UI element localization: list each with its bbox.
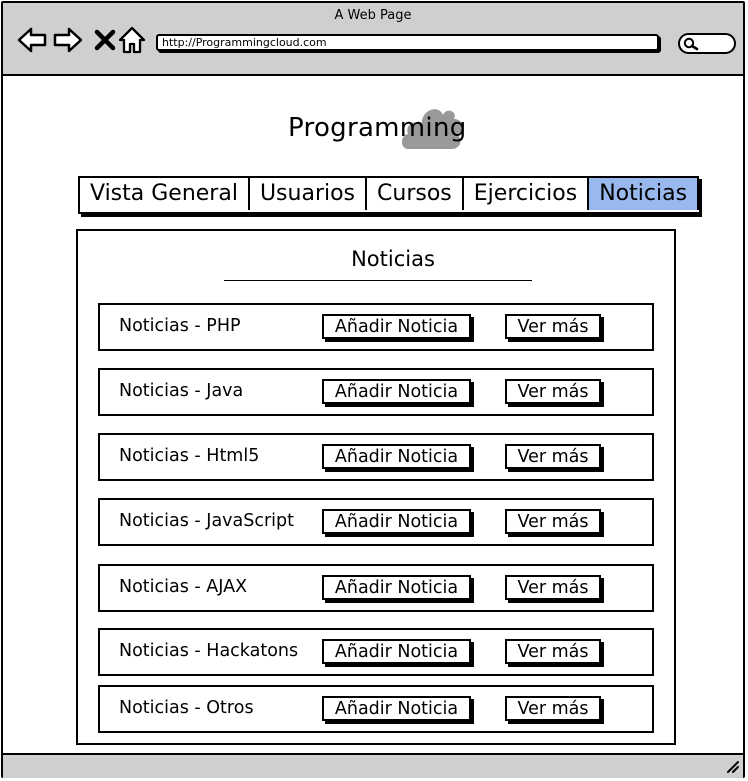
- forward-arrow-icon[interactable]: [53, 25, 83, 55]
- row-label: Noticias - Java: [119, 381, 244, 401]
- news-panel: Noticias Noticias - PHP Añadir Noticia V…: [76, 229, 676, 745]
- search-box[interactable]: [678, 33, 736, 54]
- resize-grip-icon[interactable]: [725, 759, 739, 773]
- panel-title: Noticias: [351, 247, 435, 271]
- list-item: Noticias - JavaScript Añadir Noticia Ver…: [98, 498, 654, 546]
- see-more-button[interactable]: Ver más: [505, 696, 601, 721]
- list-item: Noticias - Html5 Añadir Noticia Ver más: [98, 433, 654, 481]
- see-more-button[interactable]: Ver más: [505, 444, 601, 469]
- row-label: Noticias - JavaScript: [119, 511, 295, 531]
- browser-toolbar: A Web Page http://Programmingcloud.com: [3, 3, 743, 76]
- close-icon[interactable]: [91, 25, 121, 55]
- tab-vista-general[interactable]: Vista General: [80, 178, 250, 210]
- cloud-icon: [402, 109, 463, 149]
- tab-bar: Vista General Usuarios Cursos Ejercicios…: [78, 176, 700, 214]
- back-arrow-icon[interactable]: [17, 25, 47, 55]
- add-news-button[interactable]: Añadir Noticia: [322, 696, 471, 721]
- list-item: Noticias - Hackatons Añadir Noticia Ver …: [98, 628, 654, 676]
- row-label: Noticias - PHP: [119, 316, 241, 336]
- list-item: Noticias - Otros Añadir Noticia Ver más: [98, 685, 654, 733]
- tab-noticias[interactable]: Noticias: [589, 178, 700, 210]
- status-bar: [3, 753, 743, 778]
- tab-ejercicios[interactable]: Ejercicios: [464, 178, 590, 210]
- see-more-button[interactable]: Ver más: [505, 639, 601, 664]
- see-more-button[interactable]: Ver más: [505, 379, 601, 404]
- tab-cursos[interactable]: Cursos: [367, 178, 464, 210]
- see-more-button[interactable]: Ver más: [505, 314, 601, 339]
- list-item: Noticias - AJAX Añadir Noticia Ver más: [98, 564, 654, 612]
- list-item: Noticias - Java Añadir Noticia Ver más: [98, 368, 654, 416]
- tab-usuarios[interactable]: Usuarios: [250, 178, 368, 210]
- add-news-button[interactable]: Añadir Noticia: [322, 509, 471, 534]
- row-label: Noticias - Hackatons: [119, 641, 299, 661]
- add-news-button[interactable]: Añadir Noticia: [322, 444, 471, 469]
- logo: Programming: [273, 101, 483, 156]
- add-news-button[interactable]: Añadir Noticia: [322, 575, 471, 600]
- title-divider: [224, 280, 532, 281]
- list-item: Noticias - PHP Añadir Noticia Ver más: [98, 303, 654, 351]
- add-news-button[interactable]: Añadir Noticia: [322, 639, 471, 664]
- see-more-button[interactable]: Ver más: [505, 575, 601, 600]
- window-title: A Web Page: [334, 8, 412, 23]
- url-bar[interactable]: http://Programmingcloud.com: [156, 34, 659, 51]
- row-label: Noticias - AJAX: [119, 577, 248, 597]
- search-icon: [683, 37, 699, 51]
- logo-text: Programming: [288, 113, 467, 143]
- row-label: Noticias - Html5: [119, 446, 260, 466]
- add-news-button[interactable]: Añadir Noticia: [322, 379, 471, 404]
- add-news-button[interactable]: Añadir Noticia: [322, 314, 471, 339]
- home-icon[interactable]: [117, 25, 147, 55]
- see-more-button[interactable]: Ver más: [505, 509, 601, 534]
- row-label: Noticias - Otros: [119, 698, 254, 718]
